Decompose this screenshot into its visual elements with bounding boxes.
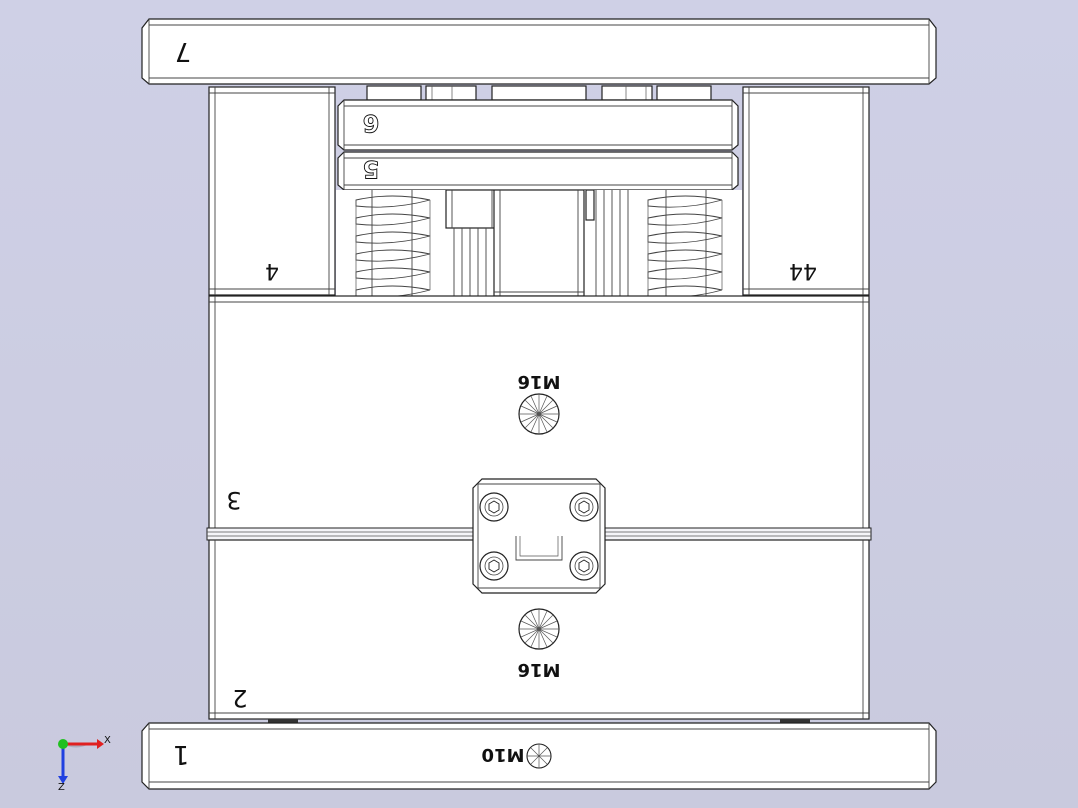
bottom-thread-hole-icon <box>526 743 552 769</box>
ejector-pins <box>445 190 629 296</box>
z-axis-label: Z <box>58 782 65 793</box>
lower-thread-hole-icon <box>518 608 560 650</box>
upper-thread-hole-icon <box>518 393 560 435</box>
lower-thread-label: M16 <box>518 659 561 680</box>
support-block-44[interactable]: 44 <box>742 86 870 296</box>
plate-6[interactable]: 6 <box>337 99 739 151</box>
plate-7[interactable]: 7 <box>141 18 937 85</box>
support-block-4-label: 4 <box>265 258 279 283</box>
spring-left <box>355 190 431 296</box>
socket-screw-icon <box>569 492 599 522</box>
side-lock-plate[interactable] <box>472 478 606 594</box>
plate-2-label: 2 <box>232 684 247 712</box>
plate-1[interactable]: 1 M10 <box>141 722 937 790</box>
support-block-44-label: 44 <box>789 258 817 283</box>
y-axis-dot <box>58 739 68 749</box>
plate-5-label: 5 <box>363 155 380 183</box>
socket-screw-icon <box>479 551 509 581</box>
x-axis-label: X <box>104 735 111 746</box>
plate-3-label: 3 <box>226 486 241 514</box>
plate-6-label: 6 <box>363 109 380 137</box>
spring-right <box>647 190 723 296</box>
coordinate-triad[interactable]: X Z <box>58 735 111 793</box>
upper-thread-label: M16 <box>518 371 561 392</box>
sprue-bushing <box>493 190 585 296</box>
plate-7-label: 7 <box>175 36 192 66</box>
socket-screw-icon <box>569 551 599 581</box>
plate-1-label: 1 <box>173 739 190 769</box>
support-block-4[interactable]: 4 <box>208 86 336 296</box>
return-pin-heads <box>366 85 712 101</box>
plate-2-feet <box>268 719 810 723</box>
plate-5[interactable]: 5 <box>337 151 739 191</box>
bottom-thread-label: M10 <box>482 744 525 765</box>
socket-screw-icon <box>479 492 509 522</box>
ejector-space <box>336 190 742 296</box>
